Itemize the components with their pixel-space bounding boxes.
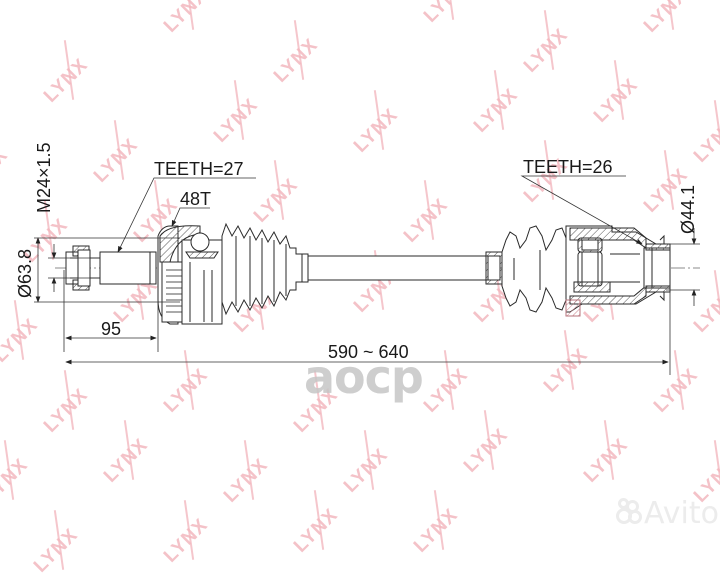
abs-ring-label: 48T xyxy=(180,189,212,209)
inner-boot xyxy=(485,225,575,313)
teeth-outer-label: TEETH=27 xyxy=(154,159,244,179)
dimension-lines xyxy=(34,175,700,375)
aocp-logo: aocp xyxy=(304,350,424,404)
outer-stub xyxy=(65,245,157,291)
stub-length-label: 95 xyxy=(101,319,122,339)
outer-diameter-label: Ø63.8 xyxy=(15,248,35,298)
teeth-inner-label: TEETH=26 xyxy=(523,157,613,177)
inner-diameter-label: Ø44.1 xyxy=(678,184,698,234)
total-length-label: 590 ~ 640 xyxy=(328,342,409,362)
thread-label: M24×1.5 xyxy=(34,142,54,213)
outer-cv-joint xyxy=(157,225,223,325)
driveshaft-drawing xyxy=(34,175,700,375)
avito-logo: Avito xyxy=(644,496,719,531)
intermediate-shaft xyxy=(301,253,489,283)
outer-boot xyxy=(221,222,307,316)
inner-tripod-joint xyxy=(565,225,671,317)
